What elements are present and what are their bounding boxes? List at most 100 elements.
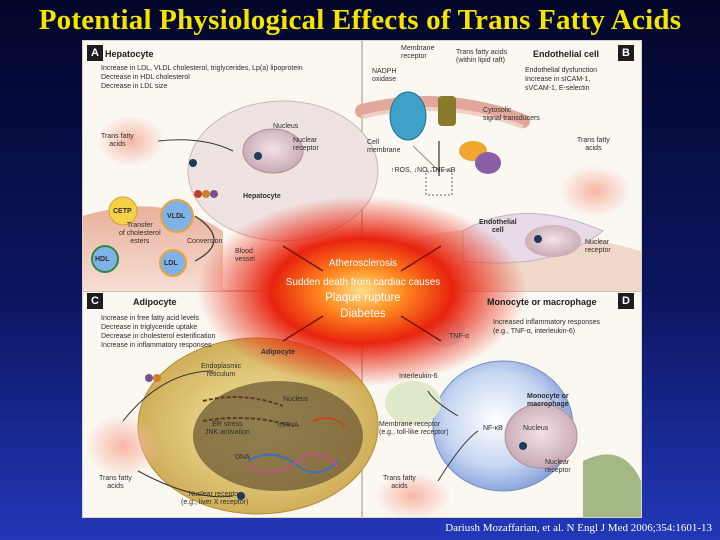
panel-d-effect: Increased inflammatory responses [493, 319, 600, 326]
lipid-droplet-icon [194, 190, 202, 198]
nuclear-receptor-label-b: Nuclear receptor [585, 239, 611, 254]
endoplasmic-reticulum [202, 396, 294, 427]
nuclear-receptor-icon-b [534, 235, 542, 243]
membrane-receptor-label-d: Membrane receptor (e.g., toll-like recep… [379, 421, 449, 436]
panel-b-effect: sVCAM-1, E-selectin [525, 85, 590, 92]
fat-cloud-d [375, 472, 451, 517]
panel-c-effect: Decrease in cholesterol esterification [101, 333, 216, 340]
mrna-label: mRNA [278, 422, 299, 429]
panel-a-effect: Decrease in HDL cholesterol [101, 74, 190, 81]
diagram-figure: A B C D Hepatocyte Increase in LDL, VLDL… [82, 40, 642, 518]
citation: Dariush Mozaffarian, et al. N Engl J Med… [445, 522, 712, 534]
cell-membrane-label: Cell membrane [367, 139, 401, 154]
tfa-arrow-a [157, 139, 234, 152]
membrane-receptor-icon [189, 159, 197, 167]
panel-c-title: Adipocyte [133, 297, 177, 307]
endothelial-nucleus [525, 225, 581, 257]
tfa-lipid-raft-label: Trans fatty acids (within lipid raft) [456, 49, 508, 64]
panel-b-title: Endothelial cell [533, 49, 600, 59]
blood-vessel-label: Blood vessel [235, 248, 255, 263]
tfa-label-b: Trans fatty acids [577, 137, 610, 152]
nuclear-receptor-icon-c [237, 492, 245, 500]
tissue-shape [583, 454, 641, 517]
vldl-label: VLDL [167, 213, 186, 220]
receptor-icon-c [145, 374, 153, 382]
outcome-atherosclerosis: Atherosclerosis [328, 258, 398, 269]
nucleus-label-d: Nucleus [523, 425, 549, 432]
panel-d-artwork [375, 311, 641, 517]
membrane-receptor-label-b: Membrane receptor [401, 45, 435, 60]
ldl-particle [159, 249, 187, 277]
hdl-label: HDL [95, 256, 110, 263]
hdl-particle [91, 245, 119, 273]
cetp-label: CETP [113, 208, 132, 215]
il6-arrow [427, 390, 459, 417]
er-label: Endoplasmic reticulum [201, 363, 242, 378]
vldl-particle [160, 199, 194, 233]
monocyte-label: Monocyte or macrophage [527, 393, 569, 408]
tfa-arrow-d [437, 430, 479, 482]
panel-b-letter: B [618, 45, 634, 61]
outcome-sudden-death: Sudden death from cardiac causes [285, 277, 441, 288]
receptor-icon-c2 [153, 374, 161, 382]
tnf-label: TNF-α [449, 333, 469, 340]
nuclear-receptor-icon [254, 152, 262, 160]
nfkb-label: NF-κB [483, 425, 503, 432]
nuclear-receptor-label-d: Nuclear receptor [545, 459, 571, 474]
nuclear-receptor-label-a: Nuclear receptor [293, 137, 319, 152]
tfa-arrow-c2 [137, 470, 234, 498]
fat-cloud-a [97, 115, 165, 167]
signal-transducer-purple [475, 152, 501, 174]
panel-b-effect: Endothelial dysfunction [525, 67, 597, 74]
panel-c-effect: Increase in inflammatory responses [101, 342, 212, 349]
slide-title: Potential Physiological Effects of Trans… [38, 4, 682, 36]
mrna-strand [312, 416, 346, 427]
cytosolic-label: Cytosolic signal transducers [483, 107, 540, 122]
hepatocyte-label: Hepatocyte [243, 193, 281, 200]
panel-d-letter: D [618, 293, 634, 309]
burst-arrows [282, 245, 442, 342]
panel-a-effect: Decrease in LDL size [101, 83, 168, 90]
conversion-label: Conversion [187, 238, 223, 245]
tfa-arrow-c [122, 370, 214, 422]
panel-c-letter: C [87, 293, 103, 309]
transfer-label: Transfer of cholesterol esters [119, 222, 161, 245]
fat-cloud-b [559, 165, 631, 217]
outcome-plaque-rupture: Plaque rupture [325, 292, 401, 304]
diagram-artwork [83, 41, 641, 517]
panel-a-effect: Increase in LDL, VLDL cholesterol, trigl… [101, 65, 303, 72]
il6-cloud [385, 381, 441, 425]
adipocyte-label: Adipocyte [261, 349, 295, 356]
dna-strand [247, 453, 339, 474]
tfa-label-a: Trans fatty acids [101, 133, 134, 148]
nuclear-receptor-icon-d [519, 442, 527, 450]
panel-c-effect: Increase in free fatty acid levels [101, 315, 200, 322]
outcome-diabetes: Diabetes [340, 308, 386, 320]
dna-label: DNA [235, 454, 250, 461]
panel-d-title: Monocyte or macrophage [487, 297, 597, 307]
panel-a-artwork [83, 100, 379, 291]
nadph-oxidase [389, 91, 427, 141]
panel-d-effect: (e.g., TNF-α, interleukin-6) [493, 328, 576, 335]
tfa-label-c: Trans fatty acids [99, 475, 132, 490]
endothelial-cell-label: Endothelial cell [479, 219, 517, 234]
fat-cloud-c [85, 414, 161, 478]
panel-b-effect: Increase in sICAM-1, [525, 76, 591, 83]
zoom-line [412, 145, 440, 172]
cetp-protein [108, 196, 138, 226]
nucleus-label-a: Nucleus [273, 123, 299, 130]
panel-a-letter: A [87, 45, 103, 61]
ros-label: ↑ROS, ↓NO, TNF-κB [391, 167, 456, 174]
monocyte-nucleus [504, 403, 578, 469]
er-stress-label: ER stress JNK activation [205, 421, 250, 436]
tfa-label-d: Trans fatty acids [383, 475, 416, 490]
adipocyte-nucleus [193, 381, 363, 491]
panel-c-effect: Decrease in triglyceride uptake [101, 324, 198, 331]
conversion-arrow [194, 215, 215, 262]
lipid-droplet-icon [202, 190, 210, 198]
membrane-receptor-shape [438, 96, 456, 126]
il6-label: Interleukin-6 [399, 373, 438, 380]
nuclear-receptor-label-c: Nuclear receptor (e.g., liver X receptor… [181, 491, 249, 506]
nucleus-label-c: Nucleus [283, 396, 309, 403]
panel-a-title: Hepatocyte [105, 49, 154, 59]
